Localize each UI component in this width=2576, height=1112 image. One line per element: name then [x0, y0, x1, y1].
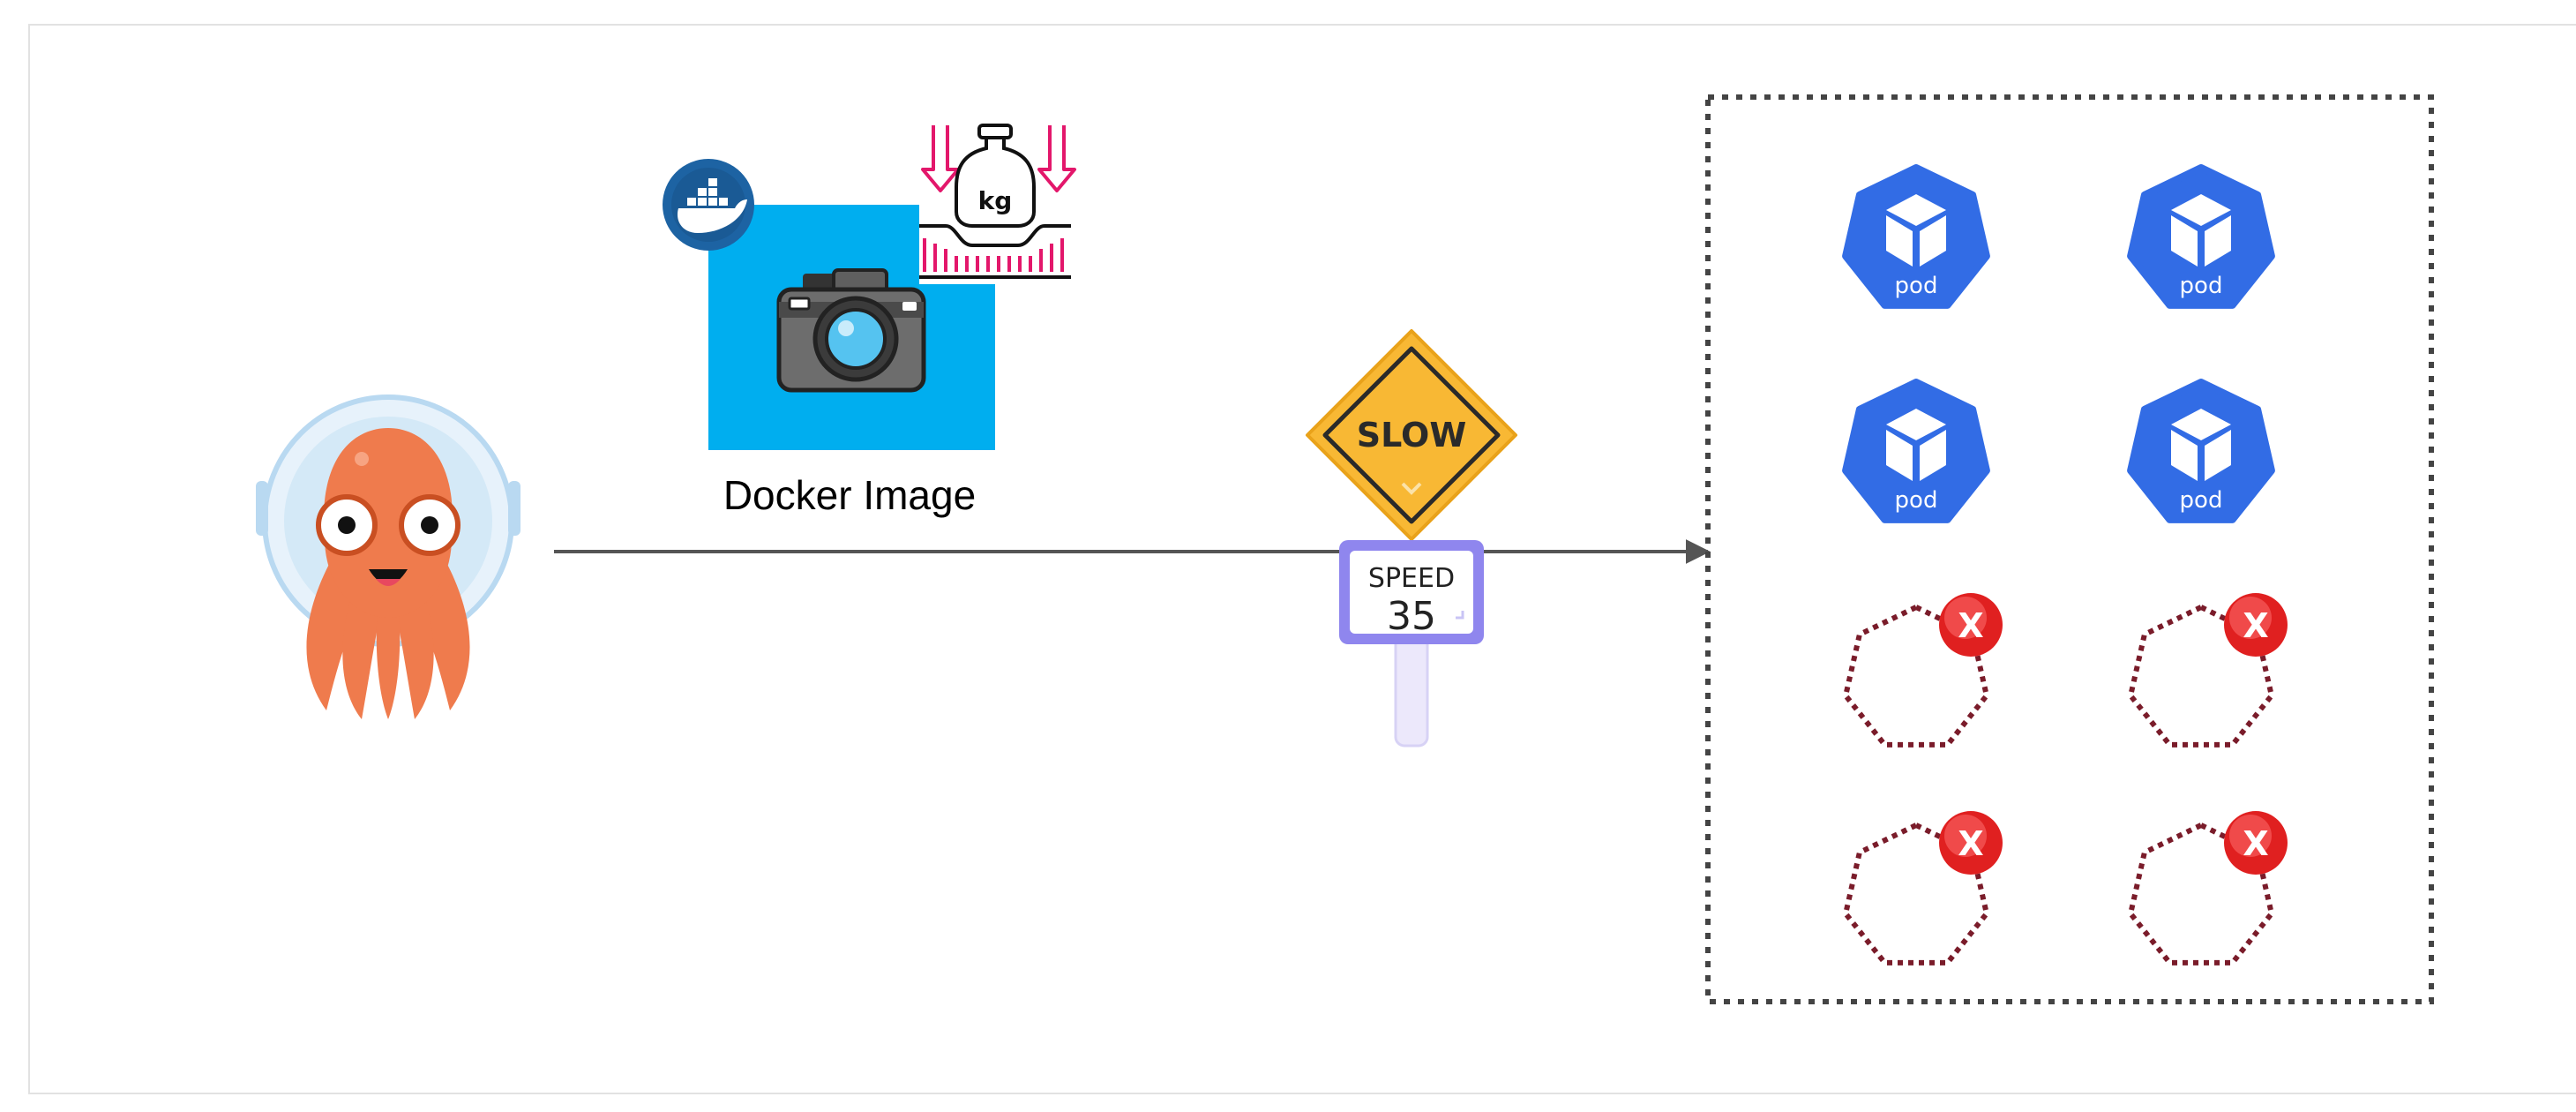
error-x-icon: X: [2224, 811, 2288, 875]
argo-octopus-icon: [256, 394, 520, 719]
pod-label: pod: [1895, 273, 1938, 299]
error-x-text: X: [1958, 606, 1983, 645]
frame-top-border: [28, 24, 2576, 26]
pod-icon: pod: [2127, 164, 2275, 309]
failed-pod-icon: X: [2128, 593, 2288, 748]
error-x-icon: X: [1939, 593, 2003, 657]
weight-kg-text: kg: [978, 186, 1013, 215]
failed-pod-icon: X: [1843, 593, 2003, 748]
speed-sign-value: 35: [1387, 594, 1436, 639]
frame-bottom-border: [28, 1093, 2576, 1094]
slow-speed-sign-icon: SLOW SPEED 35: [1306, 329, 1517, 748]
pod-icon: pod: [2127, 379, 2275, 523]
pod-label: pod: [2180, 273, 2223, 299]
slow-sign-text: SLOW: [1357, 416, 1466, 455]
error-x-text: X: [2243, 606, 2268, 645]
weight-kg-icon: kg: [919, 124, 1085, 284]
failed-pod-icon: X: [1843, 811, 2003, 965]
error-x-icon: X: [1939, 811, 2003, 875]
pod-icon: pod: [1842, 379, 1990, 523]
docker-image-label: Docker Image: [723, 472, 976, 518]
pod-icon: pod: [1842, 164, 1990, 309]
camera-icon: [776, 268, 926, 393]
error-x-icon: X: [2224, 593, 2288, 657]
cluster-container: [1705, 94, 2434, 1004]
error-x-text: X: [2243, 824, 2268, 863]
pod-label: pod: [2180, 487, 2223, 514]
speed-sign-text: SPEED: [1368, 563, 1455, 594]
error-x-text: X: [1958, 824, 1983, 863]
failed-pod-icon: X: [2128, 811, 2288, 965]
frame-left-border: [28, 24, 30, 1094]
docker-whale-icon: [663, 159, 754, 251]
pod-label: pod: [1895, 487, 1938, 514]
